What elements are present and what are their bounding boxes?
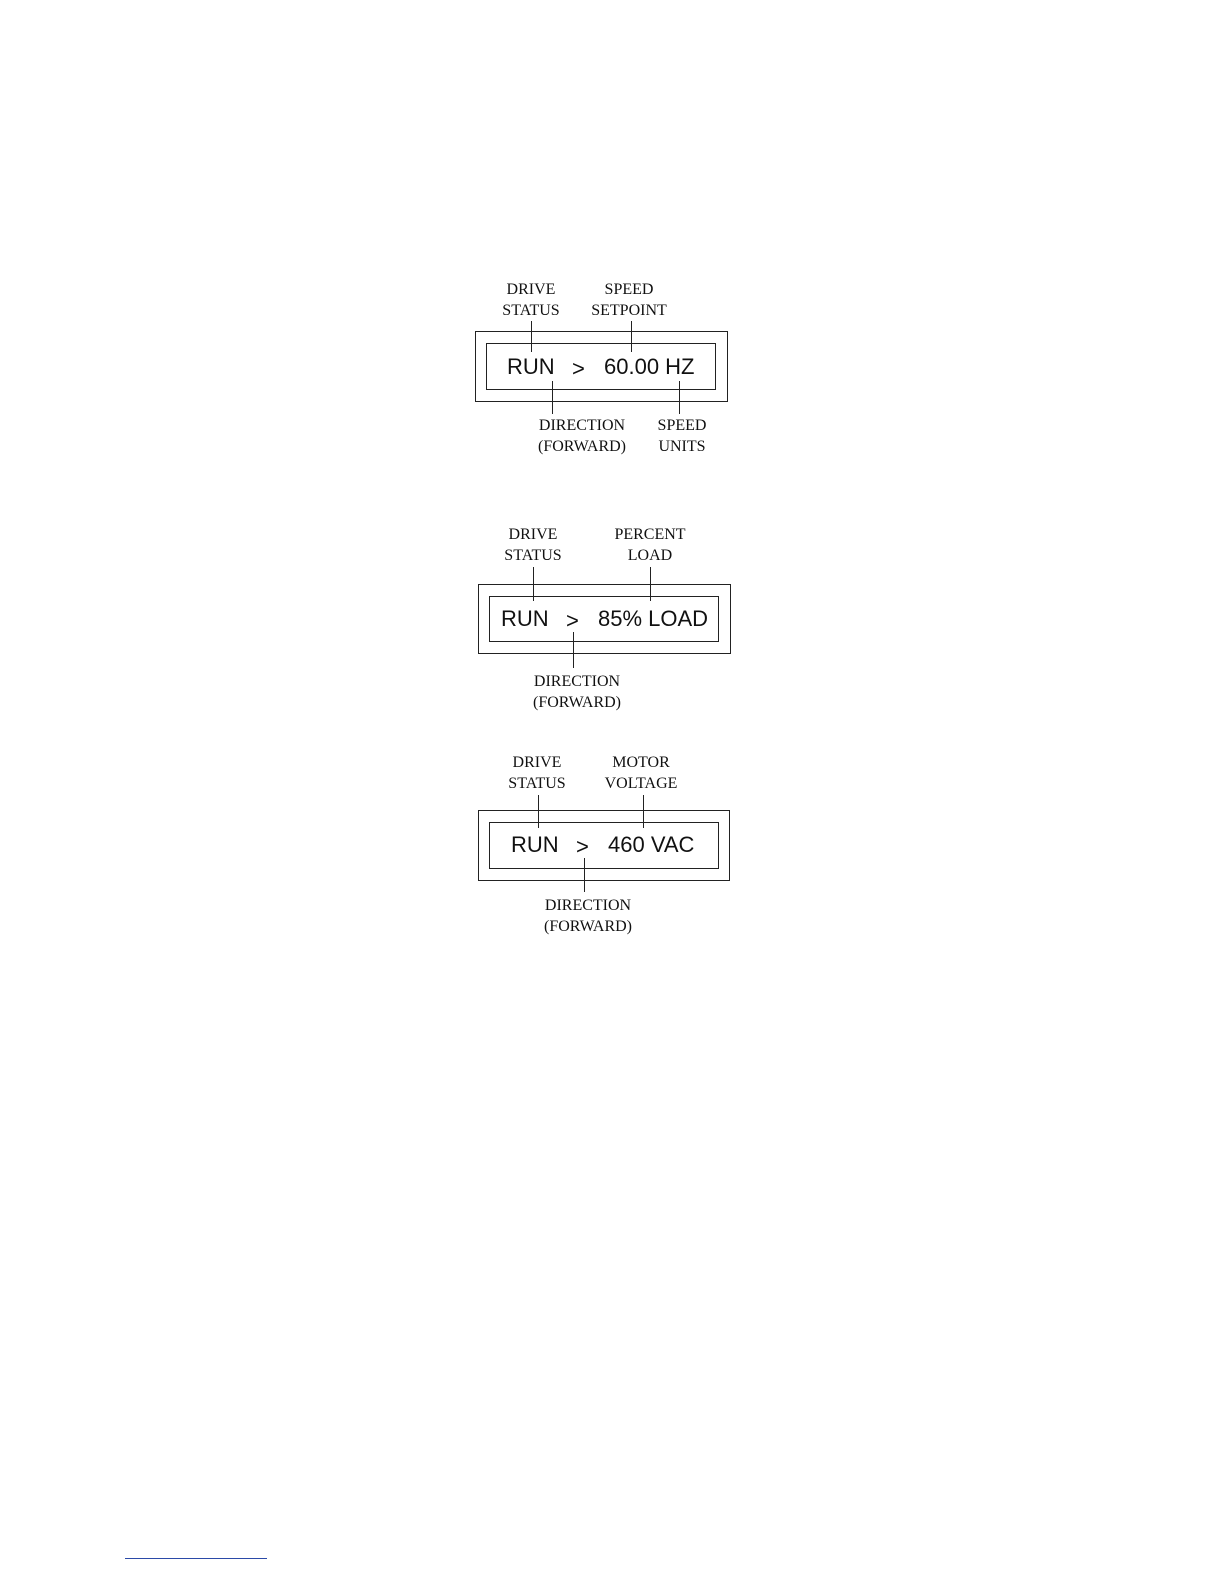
lcd-direction: >	[572, 356, 585, 382]
label-direction: DIRECTION(FORWARD)	[544, 895, 632, 937]
lcd-direction: >	[566, 608, 579, 634]
footnote-rule	[125, 1558, 267, 1559]
label-direction: DIRECTION(FORWARD)	[533, 671, 621, 713]
leader-line	[584, 858, 585, 892]
lcd-direction: >	[576, 834, 589, 860]
leader-line	[679, 381, 680, 414]
lcd-status: RUN	[511, 832, 559, 858]
leader-line	[552, 381, 553, 414]
lcd-value: 460 VAC	[608, 832, 694, 858]
lcd-value: 60.00 HZ	[604, 354, 695, 380]
lcd-status: RUN	[501, 606, 549, 632]
lcd-value: 85% LOAD	[598, 606, 708, 632]
label-direction: DIRECTION(FORWARD)	[538, 415, 626, 457]
lcd-status: RUN	[507, 354, 555, 380]
leader-line	[573, 632, 574, 668]
